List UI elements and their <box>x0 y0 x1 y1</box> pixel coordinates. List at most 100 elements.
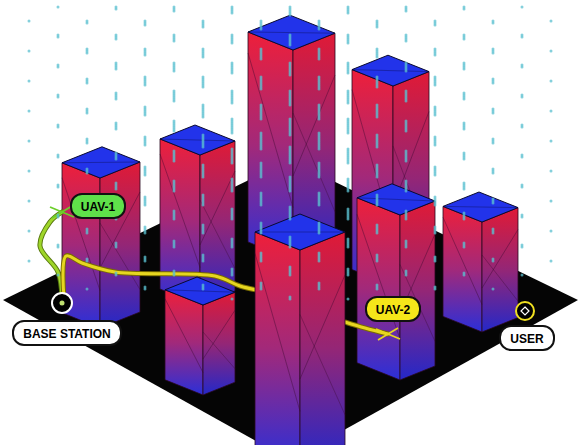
sample-point <box>57 274 60 277</box>
sample-point <box>434 256 437 259</box>
buildings <box>40 15 518 445</box>
sample-point <box>550 170 553 173</box>
sample-point <box>550 200 553 203</box>
sample-point <box>376 104 379 107</box>
sample-point <box>86 108 89 111</box>
sample-point <box>144 76 147 79</box>
mesh-line <box>255 254 300 412</box>
sample-point <box>173 240 176 243</box>
sample-point <box>492 138 495 141</box>
sample-point <box>289 176 292 179</box>
sample-point <box>434 196 437 199</box>
sample-point <box>318 282 321 285</box>
sample-point <box>115 182 118 185</box>
sample-point <box>289 146 292 149</box>
sample-point <box>115 272 118 275</box>
sample-point <box>318 104 321 107</box>
marker-ring <box>516 302 534 320</box>
building-roof <box>255 214 345 250</box>
sample-point <box>144 106 147 109</box>
sample-point <box>57 244 60 247</box>
label-text: BASE STATION <box>23 327 111 342</box>
sample-point <box>260 48 263 51</box>
sample-point <box>57 214 60 217</box>
sample-point <box>318 48 321 51</box>
sample-point <box>173 6 176 9</box>
sample-point <box>550 110 553 113</box>
sample-point <box>463 6 466 9</box>
building <box>165 277 235 395</box>
sample-point <box>173 34 176 37</box>
building-wall <box>300 232 345 445</box>
sample-point <box>376 224 379 227</box>
sample-point <box>289 266 292 269</box>
sample-point <box>144 136 147 139</box>
sample-point <box>318 192 321 195</box>
building-wall <box>482 208 518 332</box>
sample-point <box>173 210 176 213</box>
sample-point <box>144 166 147 169</box>
sample-point <box>347 34 350 37</box>
mesh-line <box>300 275 345 379</box>
sample-point <box>115 122 118 125</box>
mesh-line <box>443 206 518 207</box>
mesh-line <box>165 299 203 373</box>
sample-point <box>231 148 234 151</box>
sample-point <box>289 206 292 209</box>
sample-point <box>231 90 234 93</box>
building-wall <box>100 162 140 328</box>
sample-point <box>231 6 234 9</box>
building <box>443 192 518 332</box>
uav-arm <box>378 328 398 340</box>
sample-point <box>318 222 321 225</box>
sample-point <box>405 90 408 93</box>
mesh-line <box>482 255 518 301</box>
building-roof <box>352 55 429 86</box>
sample-point <box>260 76 263 79</box>
building <box>62 147 140 328</box>
sample-point <box>521 94 524 97</box>
sample-point <box>434 286 437 289</box>
sample-point <box>521 184 524 187</box>
sample-point <box>202 20 205 23</box>
sample-point <box>231 62 234 65</box>
sample-point <box>57 34 60 37</box>
sample-point <box>86 228 89 231</box>
sample-point <box>28 20 31 23</box>
sample-point <box>202 224 205 227</box>
sample-point <box>231 118 234 121</box>
sample-point <box>521 244 524 247</box>
sample-point <box>260 132 263 135</box>
sample-point <box>376 164 379 167</box>
sample-point <box>231 34 234 37</box>
sample-point <box>28 170 31 173</box>
sample-point <box>347 178 350 181</box>
sample-point <box>347 298 350 301</box>
sample-point <box>289 62 292 65</box>
sample-point <box>376 20 379 23</box>
building <box>255 214 345 445</box>
sample-point <box>115 242 118 245</box>
sample-point <box>173 270 176 273</box>
sample-point <box>376 76 379 79</box>
trajectory <box>40 212 62 298</box>
sample-point <box>492 78 495 81</box>
sample-point <box>231 178 234 181</box>
trajectory-outline <box>40 212 62 298</box>
sample-point <box>463 152 466 155</box>
mesh-line <box>300 315 345 415</box>
sample-point <box>550 50 553 53</box>
sample-point <box>57 94 60 97</box>
sample-point <box>173 150 176 153</box>
sample-point <box>202 194 205 197</box>
building-roof <box>165 277 235 305</box>
building-roof <box>443 192 518 222</box>
sample-point <box>347 208 350 211</box>
sample-point <box>115 34 118 37</box>
sample-point <box>347 62 350 65</box>
mesh-line <box>203 332 235 369</box>
sample-point <box>115 152 118 155</box>
sample-point <box>86 78 89 81</box>
sample-point <box>57 184 60 187</box>
building <box>357 184 435 380</box>
